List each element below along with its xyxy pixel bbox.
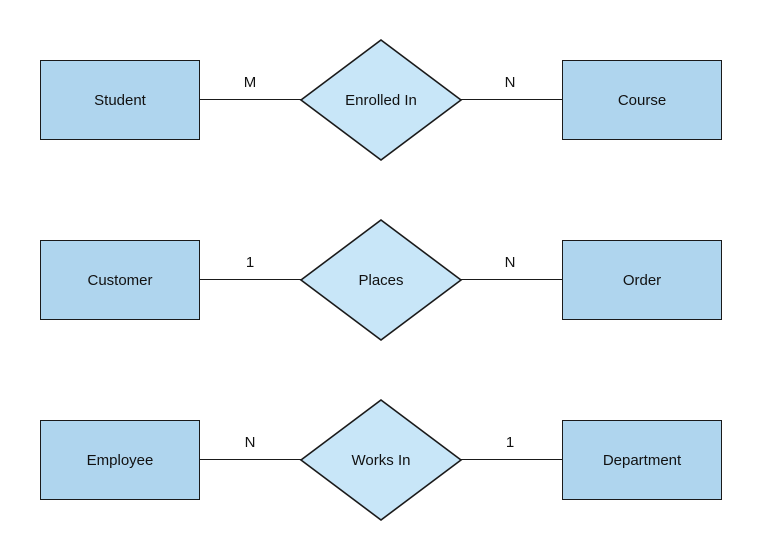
connector-line <box>461 279 562 280</box>
connector-line <box>200 99 301 100</box>
cardinality-label: 1 <box>245 254 255 271</box>
entity-course: Course <box>562 60 722 140</box>
cardinality-label: N <box>504 74 516 91</box>
connector-line <box>461 459 562 460</box>
diamond-shape <box>299 39 463 161</box>
entity-department: Department <box>562 420 722 500</box>
connector-line <box>200 459 301 460</box>
entity-customer: Customer <box>40 240 200 320</box>
cardinality-label: 1 <box>505 434 515 451</box>
connector-line <box>461 99 562 100</box>
relationship-diamond-places <box>299 219 463 341</box>
relationship-label: Enrolled In <box>345 91 417 109</box>
relationship-diamond-enrolled-in <box>299 39 463 161</box>
relationship-label: Places <box>358 271 404 289</box>
cardinality-label: N <box>504 254 516 271</box>
entity-employee: Employee <box>40 420 200 500</box>
cardinality-label: N <box>244 434 256 451</box>
connector-line <box>200 279 301 280</box>
cardinality-label: M <box>243 74 257 91</box>
diamond-shape <box>299 399 463 521</box>
relationship-diamond-works-in <box>299 399 463 521</box>
relationship-label: Works In <box>351 451 411 469</box>
entity-order: Order <box>562 240 722 320</box>
entity-student: Student <box>40 60 200 140</box>
diamond-shape <box>299 219 463 341</box>
